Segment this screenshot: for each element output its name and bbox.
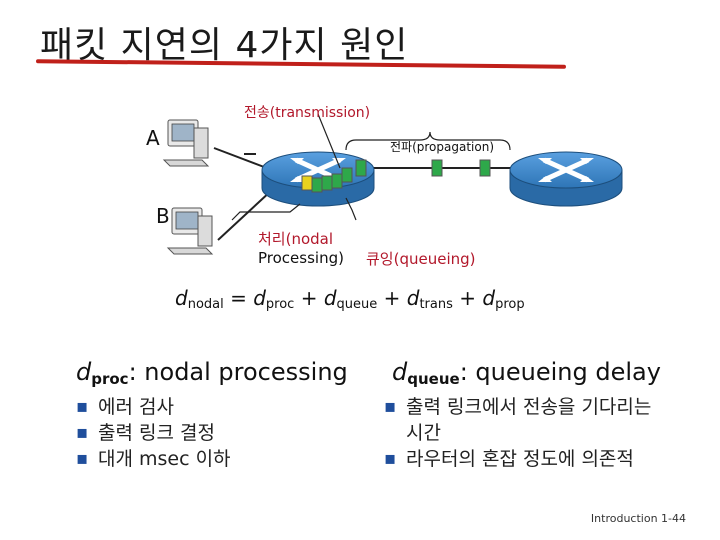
proc-heading-d: d [76, 358, 92, 386]
page-title: 패킷 지연의 4가지 원인 [40, 25, 409, 66]
queue-heading-text: : queueing delay [459, 358, 661, 386]
queue-heading-d: d [392, 358, 408, 386]
list-item: 에러 검사 [76, 394, 356, 420]
slide-footer: Introduction 1-44 [590, 512, 686, 525]
formula-plus-1: + [300, 286, 318, 310]
queue-bullet-list: 출력 링크에서 전송을 기다리는 시간 라우터의 혼잡 정도에 의존적 [384, 394, 674, 472]
processing-line-1: 처리(nodal [258, 230, 334, 248]
host-b-label: B [156, 204, 170, 228]
formula-plus-2: + [383, 286, 401, 310]
packet-icon [479, 159, 491, 177]
formula-t2-d: d [323, 286, 337, 310]
proc-heading-sub: proc [91, 370, 129, 388]
formula-t4-d: d [482, 286, 496, 310]
formula-lhs-sub: nodal [187, 297, 224, 312]
formula-t2-sub: queue [336, 297, 378, 312]
packet-icon [355, 159, 367, 177]
computer-icon [162, 119, 210, 167]
packet-icon [301, 167, 353, 193]
router-icon [509, 151, 623, 207]
formula-eq: = [230, 286, 247, 310]
formula-t1-d: d [253, 286, 266, 310]
queueing-label: 큐잉(queueing) [366, 250, 476, 268]
propagation-label: 전파(propagation) [390, 140, 495, 154]
list-item: 출력 링크에서 전송을 기다리는 시간 [384, 394, 674, 446]
packet-icon [431, 159, 443, 177]
formula-t3-d: d [406, 286, 420, 310]
list-item: 출력 링크 결정 [76, 420, 356, 446]
delay-formula: dnodal = dproc + dqueue + dtrans + dprop [175, 286, 525, 312]
transmission-label: 전송(transmission) [244, 102, 370, 122]
processing-label: 처리(nodal Processing) [258, 228, 344, 267]
formula-lhs-d: d [175, 286, 188, 310]
queue-heading-sub: queue [407, 370, 460, 388]
proc-heading-text: : nodal processing [128, 358, 348, 386]
processing-line-2: Processing) [258, 249, 344, 267]
list-item: 라우터의 혼잡 정도에 의존적 [384, 446, 674, 472]
computer-icon [166, 207, 214, 255]
queue-heading: dqueue: queueing delay [392, 358, 661, 388]
proc-heading: dproc: nodal processing [76, 358, 348, 388]
transmission-text: 전송(transmission) [244, 105, 371, 121]
network-diagram [162, 113, 623, 255]
formula-t1-sub: proc [265, 297, 295, 312]
formula-t4-sub: prop [495, 297, 525, 312]
formula-plus-3: + [459, 286, 476, 310]
formula-t3-sub: trans [419, 297, 453, 312]
proc-bullet-list: 에러 검사 출력 링크 결정 대개 msec 이하 [76, 394, 356, 472]
list-item: 대개 msec 이하 [76, 446, 356, 472]
host-a-label: A [146, 126, 160, 150]
